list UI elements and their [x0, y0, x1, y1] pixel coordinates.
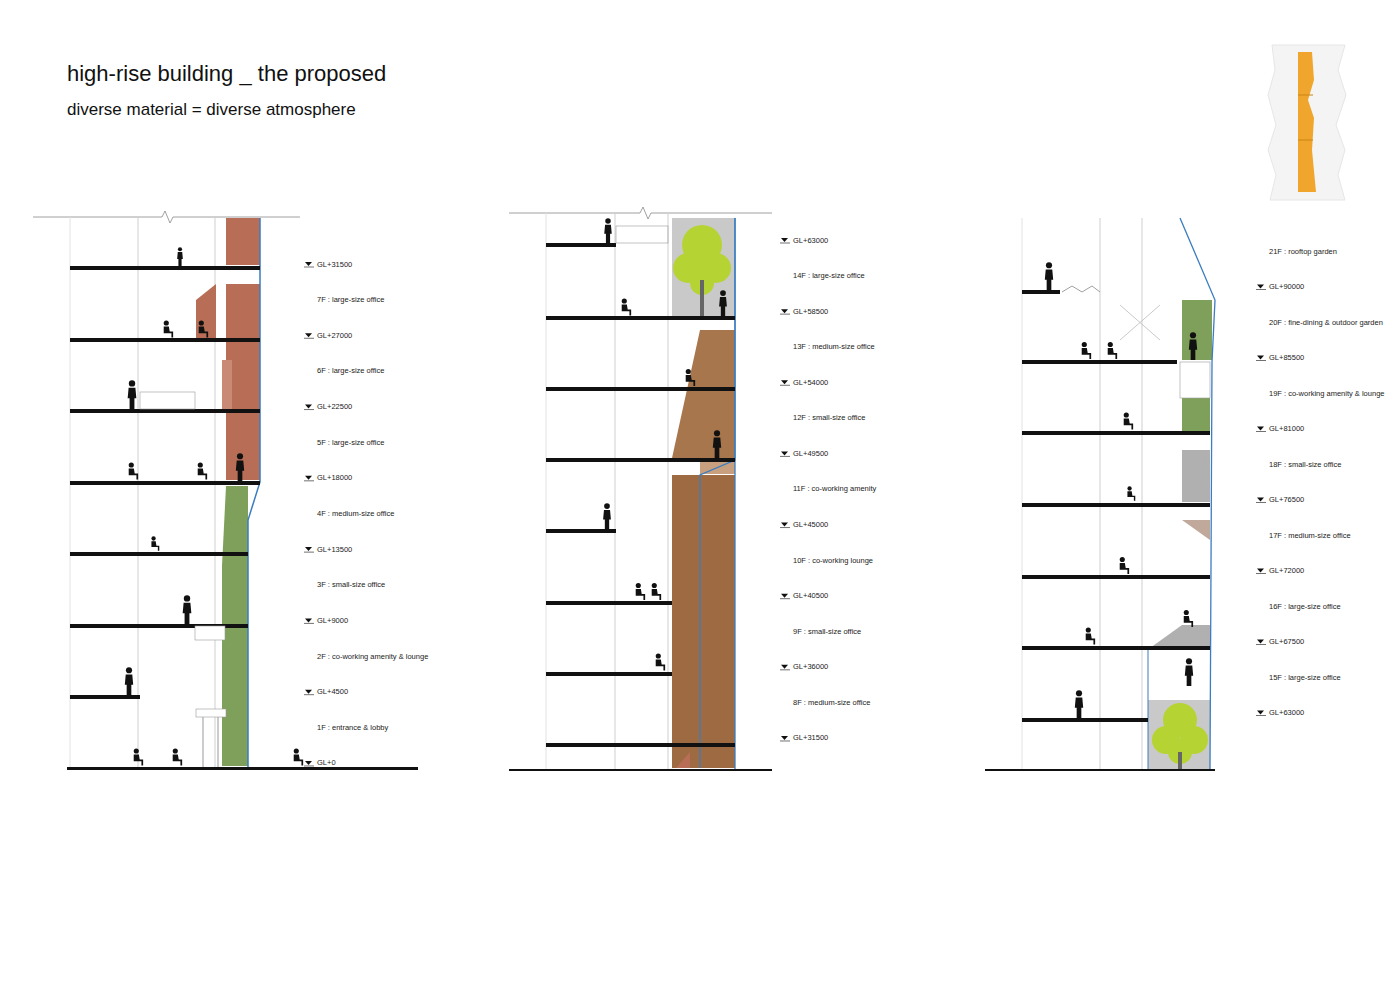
level-label: GL+31500 — [317, 260, 352, 269]
level-marker-line — [1256, 644, 1266, 645]
level-marker-line — [304, 552, 314, 553]
level-label: GL+81000 — [1269, 424, 1304, 433]
level-marker — [781, 451, 788, 455]
level-label: GL+76500 — [1269, 495, 1304, 504]
level-label: 5F : large-size office — [317, 438, 384, 447]
level-marker-line — [780, 314, 790, 315]
level-marker-line — [1256, 502, 1266, 503]
subtitle: diverse material = diverse atmosphere — [67, 100, 356, 120]
level-marker — [305, 690, 312, 694]
level-marker — [781, 523, 788, 527]
level-marker — [305, 547, 312, 551]
level-label: GL+13500 — [317, 545, 352, 554]
level-label: 19F : co-working amenity & lounge — [1269, 389, 1384, 398]
level-label: GL+72000 — [1269, 566, 1304, 575]
level-marker — [781, 380, 788, 384]
level-marker-line — [304, 480, 314, 481]
level-marker — [1257, 640, 1264, 644]
level-marker — [781, 238, 788, 242]
level-label: 15F : large-size office — [1269, 673, 1341, 682]
level-label: 13F : medium-size office — [793, 342, 875, 351]
level-marker-line — [780, 669, 790, 670]
level-label: 17F : medium-size office — [1269, 531, 1351, 540]
level-marker — [781, 309, 788, 313]
section-one — [33, 211, 418, 770]
level-marker — [305, 476, 312, 480]
level-marker — [781, 594, 788, 598]
level-label: 11F : co-working amenity — [793, 484, 876, 493]
page-title: high-rise building _ the proposed — [67, 61, 386, 87]
level-marker — [1257, 498, 1264, 502]
level-label: 10F : co-working lounge — [793, 556, 873, 565]
level-marker-line — [780, 598, 790, 599]
level-marker-line — [780, 456, 790, 457]
level-marker — [305, 405, 312, 409]
level-marker — [305, 333, 312, 337]
level-label: GL+9000 — [317, 616, 348, 625]
level-marker-line — [1256, 573, 1266, 574]
level-label: GL+36000 — [793, 662, 828, 671]
level-marker — [305, 618, 312, 622]
level-marker-line — [1256, 289, 1266, 290]
level-label: GL+27000 — [317, 331, 352, 340]
level-marker-line — [304, 694, 314, 695]
level-label: GL+31500 — [793, 733, 828, 742]
level-label: 2F : co-working amenity & lounge — [317, 652, 428, 661]
level-label: GL+49500 — [793, 449, 828, 458]
level-marker-line — [304, 409, 314, 410]
level-label: 20F : fine-dining & outdoor garden — [1269, 318, 1383, 327]
level-label: 12F : small-size office — [793, 413, 865, 422]
level-label: GL+63000 — [1269, 708, 1304, 717]
level-label: 1F : entrance & lobby — [317, 723, 388, 732]
level-marker — [305, 262, 312, 266]
level-marker-line — [780, 243, 790, 244]
level-marker-line — [1256, 360, 1266, 361]
level-marker — [1257, 711, 1264, 715]
level-label: GL+54000 — [793, 378, 828, 387]
level-label: GL+4500 — [317, 687, 348, 696]
section-two — [509, 207, 772, 771]
level-label: GL+40500 — [793, 591, 828, 600]
level-marker — [1257, 427, 1264, 431]
level-marker — [781, 736, 788, 740]
level-marker-line — [780, 740, 790, 741]
level-marker-line — [1256, 715, 1266, 716]
level-marker-line — [304, 765, 314, 766]
level-label: GL+45000 — [793, 520, 828, 529]
level-label: 7F : large-size office — [317, 295, 384, 304]
level-label: GL+90000 — [1269, 282, 1304, 291]
level-marker — [1257, 356, 1264, 360]
level-label: 21F : rooftop garden — [1269, 247, 1337, 256]
level-label: 6F : large-size office — [317, 366, 384, 375]
level-marker — [781, 665, 788, 669]
section-three — [985, 218, 1215, 771]
key-icon — [1268, 45, 1346, 200]
level-label: GL+85500 — [1269, 353, 1304, 362]
level-label: 18F : small-size office — [1269, 460, 1341, 469]
level-marker-line — [304, 267, 314, 268]
level-marker — [305, 761, 312, 765]
level-label: 8F : medium-size office — [793, 698, 870, 707]
level-label: GL+18000 — [317, 473, 352, 482]
level-label: GL+67500 — [1269, 637, 1304, 646]
level-label: GL+22500 — [317, 402, 352, 411]
level-marker-line — [304, 338, 314, 339]
level-marker-line — [780, 385, 790, 386]
level-label: 3F : small-size office — [317, 580, 385, 589]
level-label: 16F : large-size office — [1269, 602, 1341, 611]
level-label: 4F : medium-size office — [317, 509, 394, 518]
level-label: 9F : small-size office — [793, 627, 861, 636]
level-marker-line — [304, 623, 314, 624]
level-label: 14F : large-size office — [793, 271, 865, 280]
level-label: GL+0 — [317, 758, 336, 767]
level-marker-line — [780, 527, 790, 528]
level-label: GL+58500 — [793, 307, 828, 316]
level-marker — [1257, 285, 1264, 289]
level-label: GL+63000 — [793, 236, 828, 245]
level-marker — [1257, 569, 1264, 573]
level-marker-line — [1256, 431, 1266, 432]
